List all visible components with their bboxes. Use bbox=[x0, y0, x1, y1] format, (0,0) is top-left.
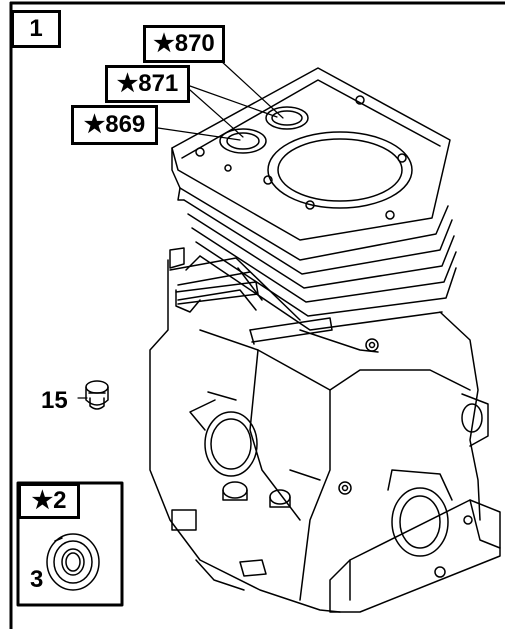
drain-plug-part-15 bbox=[85, 380, 109, 410]
diagram-frame bbox=[9, 1, 505, 629]
part-15-label: 15 bbox=[41, 387, 68, 414]
oil-seal-outer bbox=[46, 533, 100, 591]
engine-block bbox=[149, 67, 501, 613]
part-871-label: ★871 bbox=[105, 65, 190, 103]
part-870-label: ★870 bbox=[143, 25, 225, 63]
part-2-label: ★2 bbox=[18, 483, 80, 519]
part-869-label: ★869 bbox=[71, 105, 158, 145]
part-3-label: 3 bbox=[30, 566, 44, 593]
section-number-label: 1 bbox=[11, 10, 61, 48]
